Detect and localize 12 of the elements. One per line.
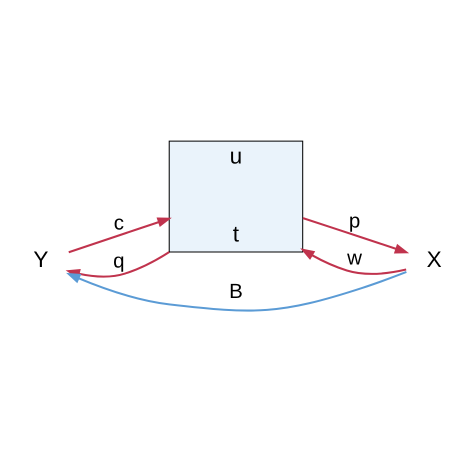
edge-label: p — [348, 208, 360, 232]
node-text: X — [426, 246, 442, 272]
node-text: Y — [32, 246, 48, 272]
arrow — [68, 217, 172, 253]
edge-label: q — [112, 248, 124, 272]
node-box: u t — [168, 140, 303, 252]
edge-label: c — [113, 210, 124, 234]
arrow — [66, 270, 406, 312]
arrow — [302, 216, 409, 253]
arrow — [300, 248, 406, 274]
edge-label: w — [346, 246, 362, 269]
edge-label: B — [228, 280, 242, 303]
